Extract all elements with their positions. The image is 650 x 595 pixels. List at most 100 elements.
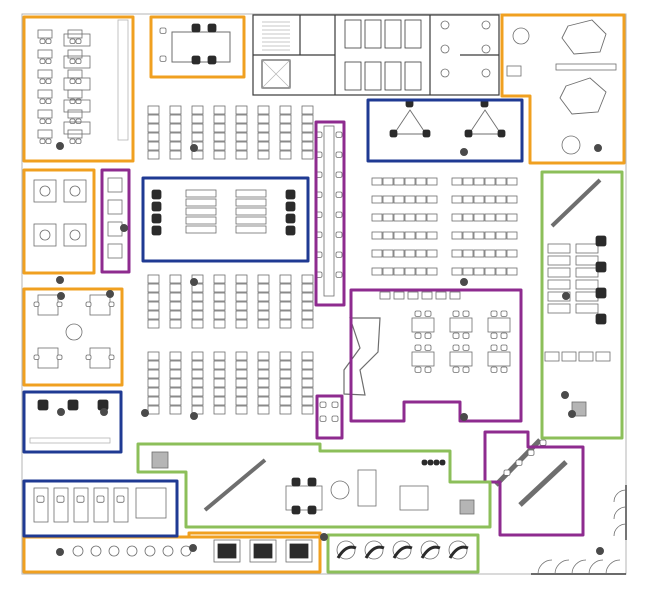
chair — [319, 415, 327, 422]
desk — [147, 301, 160, 311]
lounge-chair — [420, 540, 440, 560]
desk — [404, 231, 416, 240]
chair — [151, 225, 162, 236]
desk — [382, 195, 394, 204]
desk — [495, 267, 507, 276]
phone-booth-seat — [107, 199, 123, 215]
door-swing — [571, 559, 587, 575]
desk — [191, 310, 204, 320]
desk — [371, 249, 383, 258]
chair — [595, 313, 607, 325]
lounge-chair — [448, 540, 468, 560]
zone-purple-small-column — [315, 394, 344, 440]
storage — [459, 499, 475, 515]
chair — [39, 138, 46, 144]
chair — [96, 495, 105, 503]
desk — [301, 114, 314, 124]
desk — [506, 231, 518, 240]
chair — [39, 98, 46, 104]
chair — [389, 129, 398, 138]
chair — [335, 251, 343, 258]
chair — [414, 344, 422, 351]
chair — [75, 118, 82, 124]
desk — [415, 231, 427, 240]
desk — [415, 267, 427, 276]
desk — [191, 319, 204, 329]
round-table — [126, 545, 138, 557]
zone-green-east-strip — [540, 170, 624, 440]
desk — [393, 177, 405, 186]
chair — [439, 459, 446, 466]
desk — [169, 378, 182, 388]
desk — [169, 292, 182, 302]
desk — [147, 283, 160, 293]
desk — [169, 351, 182, 361]
desk — [191, 292, 204, 302]
building-shell — [21, 13, 627, 575]
workstation — [547, 255, 571, 266]
door-swing — [554, 559, 570, 575]
network-node — [459, 412, 468, 421]
desk — [451, 249, 463, 258]
desk — [63, 121, 91, 135]
chair — [462, 332, 470, 339]
desk — [191, 396, 204, 406]
focus-booth — [249, 539, 277, 563]
desk — [213, 301, 226, 311]
chair — [335, 171, 343, 178]
chair — [500, 332, 508, 339]
booth-seat — [217, 543, 237, 559]
workstation — [547, 267, 571, 278]
chair — [37, 399, 49, 411]
chair — [424, 310, 432, 317]
chair — [285, 225, 296, 236]
desk — [279, 292, 292, 302]
desk — [147, 292, 160, 302]
chair — [285, 213, 296, 224]
network-node — [188, 544, 197, 553]
toilet — [481, 44, 491, 54]
elevator-mark — [261, 59, 291, 89]
chair — [45, 118, 52, 124]
stool — [449, 291, 461, 300]
standing-bar — [323, 125, 335, 297]
desk — [191, 123, 204, 133]
network-node — [459, 277, 468, 286]
desk — [191, 150, 204, 160]
desk — [37, 109, 53, 119]
bench-desk — [53, 487, 69, 523]
phone-booth-seat — [107, 243, 123, 259]
desk — [382, 231, 394, 240]
chair — [595, 261, 607, 273]
chair — [595, 287, 607, 299]
drafting-desk — [185, 225, 217, 234]
angled-desk — [203, 458, 267, 512]
desk — [279, 360, 292, 370]
drafting-desk — [185, 189, 217, 198]
chair — [191, 23, 201, 33]
zone-blue-lounge-west — [22, 390, 123, 454]
chair — [424, 344, 432, 351]
chair — [497, 129, 506, 138]
drafting-desk — [235, 207, 267, 216]
round-table — [162, 545, 174, 557]
workstation — [575, 303, 599, 314]
desk — [235, 387, 248, 397]
desk — [506, 177, 518, 186]
restroom-stall — [404, 19, 422, 49]
chair — [69, 38, 76, 44]
desk — [371, 213, 383, 222]
desk — [301, 301, 314, 311]
desk — [473, 177, 485, 186]
desk — [147, 387, 160, 397]
desk — [169, 283, 182, 293]
desk — [235, 360, 248, 370]
bench-desk — [73, 487, 89, 523]
zone-blue-benching-sw — [22, 479, 179, 538]
chair — [335, 151, 343, 158]
desk — [235, 319, 248, 329]
lounge-chair-back — [392, 545, 413, 559]
meeting-table — [89, 347, 111, 369]
desk — [301, 378, 314, 388]
chair — [424, 366, 432, 373]
